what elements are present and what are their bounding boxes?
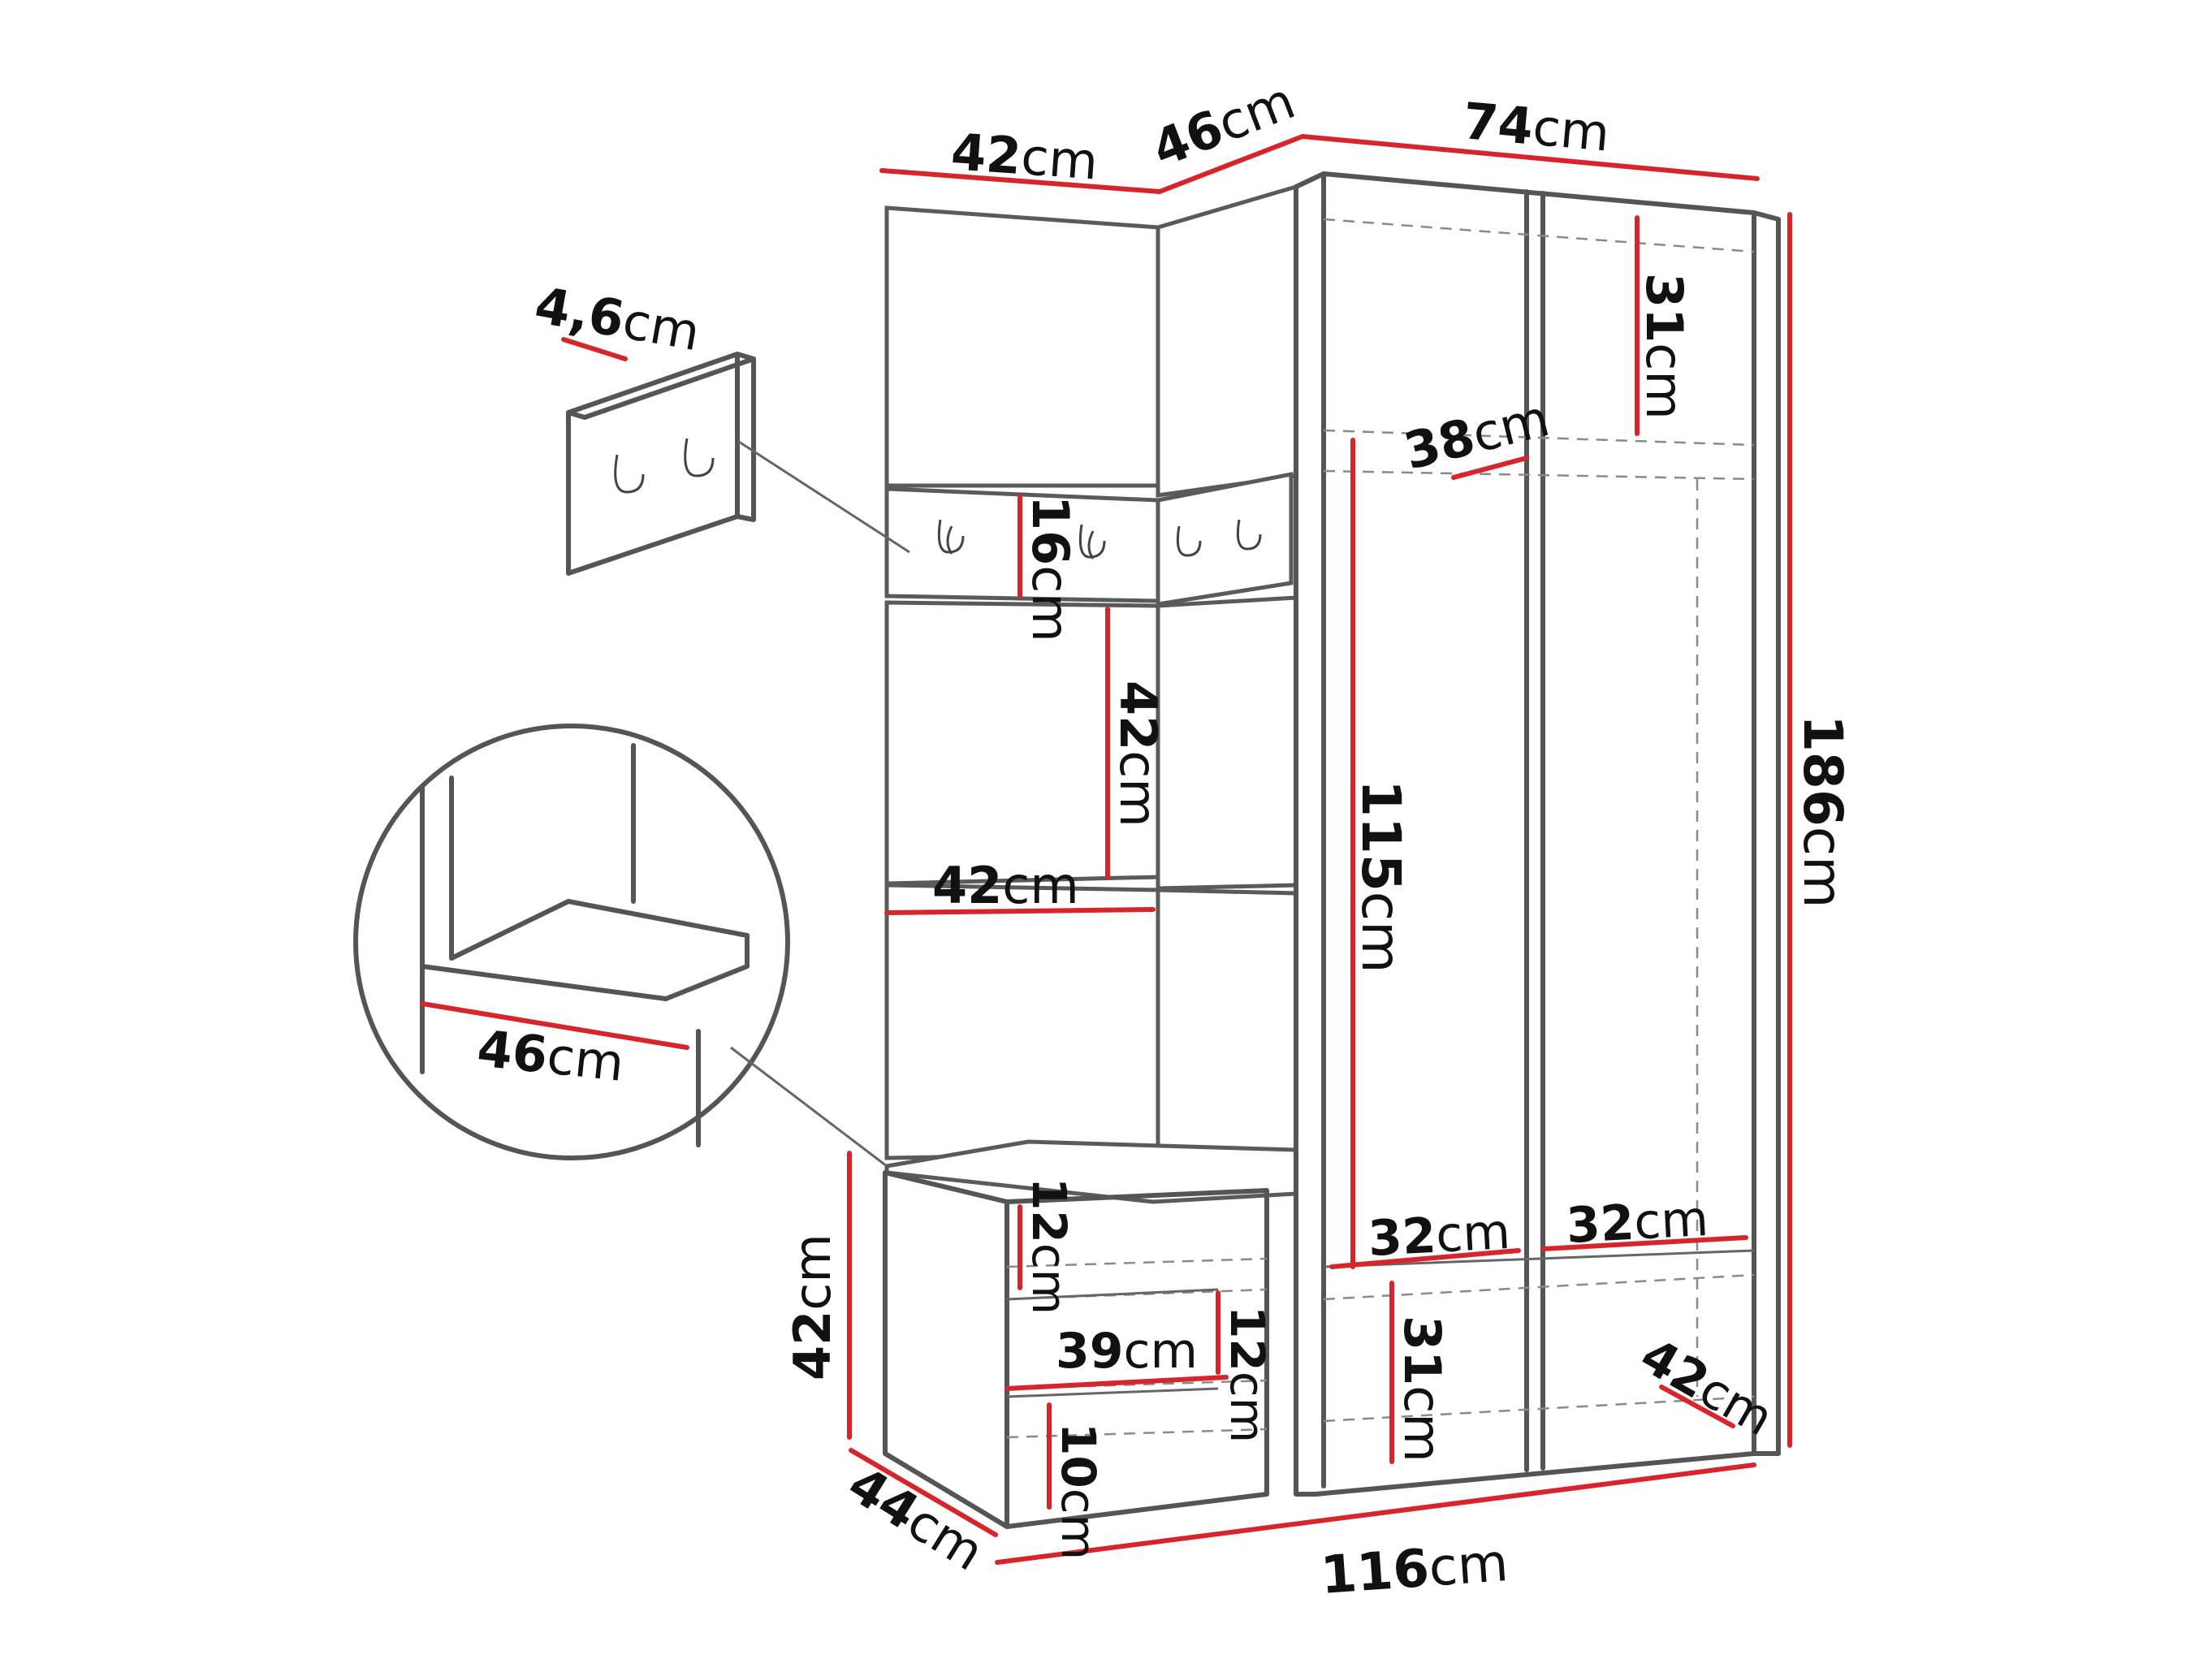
dim-label-hanging-height: 115cm bbox=[1350, 780, 1412, 973]
bench-front bbox=[1004, 1188, 1269, 1529]
dim-label-top-wardrobe-width: 74cm bbox=[1461, 91, 1612, 162]
dim-label-upper-shelf-height: 31cm bbox=[1635, 273, 1694, 420]
dim-label-bench-mid-shelf-height: 12cm bbox=[1220, 1306, 1275, 1443]
dim-label-bench-shelf-width: 39cm bbox=[1056, 1323, 1198, 1380]
dim-label-middle-panel-height: 42cm bbox=[1108, 680, 1168, 827]
dim-label-total-height: 186cm bbox=[1791, 715, 1854, 908]
left-upholstered-panels bbox=[884, 184, 1298, 1172]
dim-label-bench-panel-width: 42cm bbox=[932, 856, 1079, 915]
dim-line bbox=[1004, 1375, 1229, 1391]
middle-corner-panel bbox=[1156, 595, 1298, 891]
seat-zoom-detail bbox=[353, 724, 888, 1168]
coat-hook-icon bbox=[614, 454, 645, 494]
coat-hook-icon bbox=[684, 438, 715, 477]
bench bbox=[883, 1139, 1298, 1529]
dim-label-bench-height: 42cm bbox=[783, 1233, 842, 1380]
dim-label-wardrobe-depth: 42cm bbox=[1631, 1327, 1783, 1447]
coat-hook-icon bbox=[937, 519, 965, 555]
dim-line bbox=[879, 168, 1162, 194]
lower-left-panel bbox=[884, 883, 1160, 1160]
coat-hook-icon bbox=[1236, 519, 1262, 551]
dim-line bbox=[1451, 456, 1529, 480]
wardrobe-right-side bbox=[1752, 210, 1781, 1456]
upper-corner-panel bbox=[1156, 184, 1298, 498]
dim-label-lower-compartment-height: 31cm bbox=[1393, 1316, 1452, 1462]
dim-label-bench-bottom-height: 10cm bbox=[1051, 1423, 1106, 1560]
dim-line bbox=[884, 907, 1156, 915]
dim-line bbox=[849, 1448, 998, 1537]
zoom-leader-line bbox=[730, 1046, 888, 1168]
dim-label-hook-panel-depth: 4,6cm bbox=[530, 275, 704, 362]
wardrobe bbox=[1294, 171, 1781, 1497]
dim-label-rail-width: 38cm bbox=[1398, 388, 1555, 482]
dim-line bbox=[1300, 134, 1760, 181]
zoom-circle bbox=[353, 724, 790, 1160]
hook-leader-line bbox=[738, 440, 910, 554]
dim-line bbox=[1329, 1248, 1521, 1269]
hook-strip-corner bbox=[1156, 471, 1294, 607]
dimension-lines bbox=[420, 134, 1792, 1565]
hook-strip bbox=[884, 471, 1294, 607]
lower-corner-panel bbox=[1156, 888, 1298, 1172]
coat-hook-icon bbox=[1176, 525, 1202, 557]
dim-line bbox=[561, 337, 628, 361]
dim-line bbox=[1659, 1385, 1735, 1428]
dim-label-left-bottom-shelf-width: 32cm bbox=[1367, 1203, 1511, 1268]
dim-line bbox=[1157, 134, 1305, 194]
dim-line bbox=[420, 1001, 689, 1050]
bench-side bbox=[883, 1170, 1009, 1529]
dim-label-bench-top-shelf-height: 12cm bbox=[1022, 1177, 1077, 1315]
dim-label-hook-strip-height: 16cm bbox=[1021, 495, 1080, 642]
hook-panel-detail bbox=[566, 352, 910, 576]
dim-label-top-left-width: 42cm bbox=[949, 122, 1100, 191]
upper-left-panel bbox=[884, 205, 1160, 488]
dim-label-seat-depth-detail: 46cm bbox=[474, 1018, 626, 1092]
dim-label-total-width: 116cm bbox=[1319, 1533, 1510, 1606]
dim-label-top-corner-width: 46cm bbox=[1144, 71, 1303, 179]
dim-line bbox=[1540, 1235, 1748, 1251]
coat-hook-icon bbox=[1078, 524, 1106, 559]
dim-label-right-bottom-shelf-width: 32cm bbox=[1565, 1190, 1709, 1255]
dim-line bbox=[995, 1462, 1756, 1565]
